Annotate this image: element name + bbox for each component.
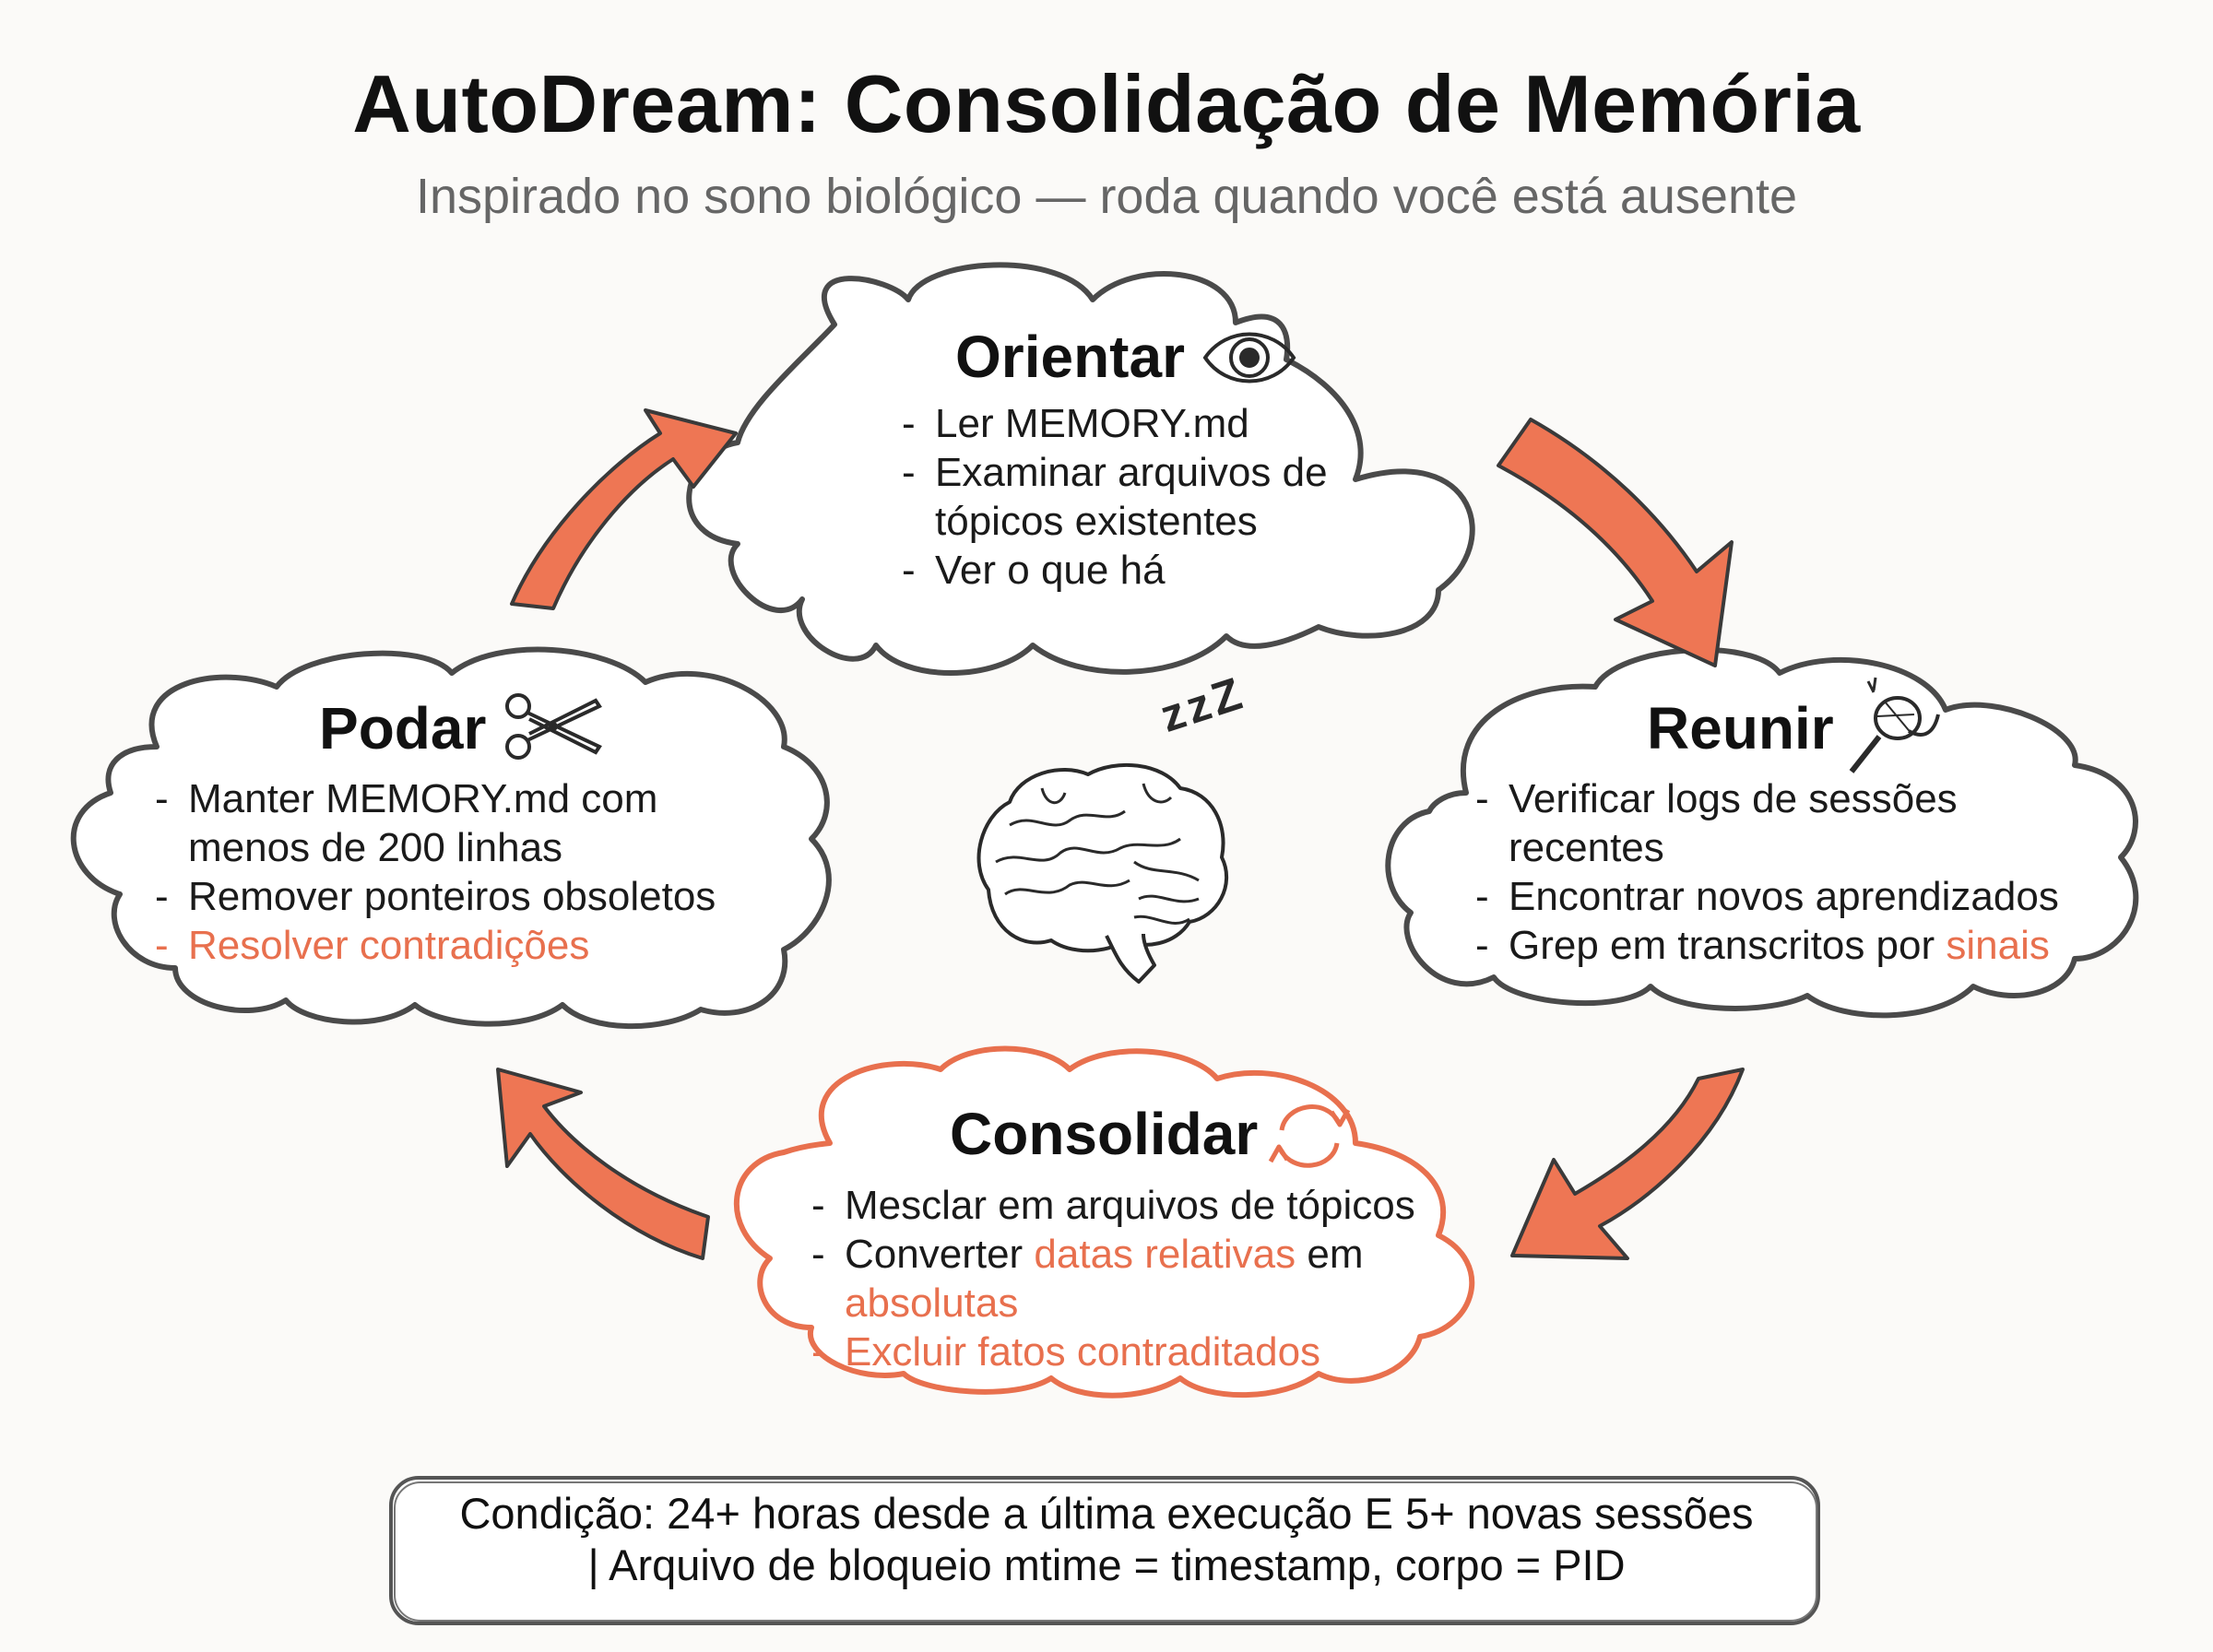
butterfly-net-icon bbox=[1849, 677, 1940, 773]
brain-icon bbox=[976, 762, 1228, 984]
list-item: Grep em transcritos por sinais bbox=[1475, 921, 2121, 970]
stage-title-consolidar: Consolidar bbox=[950, 1101, 1259, 1167]
scissors-icon bbox=[505, 693, 602, 760]
list-item: Mesclar em arquivos de tópicos bbox=[811, 1181, 1475, 1230]
list-item-continuation: menos de 200 linhas bbox=[188, 825, 563, 870]
page-subtitle: Inspirado no sono biológico — roda quand… bbox=[415, 169, 1798, 224]
list-item: Verificar logs de sessões bbox=[1475, 774, 2121, 823]
stage-list-consolidar: Mesclar em arquivos de tópicos Converter… bbox=[811, 1181, 1475, 1376]
list-item-continuation: recentes bbox=[1509, 825, 1664, 870]
condition-line-2: | Arquivo de bloqueio mtime = timestamp,… bbox=[587, 1540, 1626, 1589]
list-item: Ver o que há bbox=[902, 546, 1381, 595]
refresh-cycle-icon bbox=[1268, 1104, 1351, 1168]
stage-list-podar: Manter MEMORY.md com menos de 200 linhas… bbox=[155, 774, 800, 970]
list-item: Encontrar novos aprendizados bbox=[1475, 872, 2121, 921]
stage-title-orientar: Orientar bbox=[955, 324, 1185, 390]
list-item: Examinar arquivos de bbox=[902, 448, 1381, 497]
stage-list-reunir: Verificar logs de sessões recentes Encon… bbox=[1475, 774, 2121, 970]
stage-title-reunir: Reunir bbox=[1647, 695, 1834, 761]
list-item-text: Converter bbox=[845, 1232, 1035, 1277]
list-item-text: em bbox=[1296, 1232, 1364, 1277]
list-item: Resolver contradições bbox=[155, 921, 800, 970]
highlight-text: datas relativas bbox=[1034, 1232, 1296, 1277]
arrow-reunir-to-consolidar bbox=[1510, 1068, 1745, 1260]
list-item-text: Grep em transcritos por bbox=[1509, 923, 1947, 968]
condition-line-1: Condição: 24+ horas desde a última execu… bbox=[459, 1489, 1754, 1538]
highlight-text: sinais bbox=[1946, 923, 2050, 968]
stage-list-orientar: Ler MEMORY.md Examinar arquivos de tópic… bbox=[902, 399, 1381, 595]
condition-box bbox=[389, 1476, 1820, 1625]
list-item-continuation: absolutas bbox=[845, 1280, 1019, 1326]
list-item: Excluir fatos contraditados bbox=[811, 1328, 1475, 1376]
page-title: AutoDream: Consolidação de Memória bbox=[352, 58, 1861, 149]
condition-text: Condição: 24+ horas desde a última execu… bbox=[406, 1488, 1807, 1591]
list-item: Ler MEMORY.md bbox=[902, 399, 1381, 448]
list-item: Manter MEMORY.md com bbox=[155, 774, 800, 823]
arrow-orientar-to-reunir bbox=[1497, 418, 1734, 667]
list-item: Converter datas relativas em bbox=[811, 1230, 1475, 1279]
list-item: Remover ponteiros obsoletos bbox=[155, 872, 800, 921]
list-item-continuation: tópicos existentes bbox=[935, 499, 1258, 544]
arrow-consolidar-to-podar bbox=[496, 1068, 710, 1260]
stage-title-podar: Podar bbox=[319, 695, 487, 761]
arrow-podar-to-orientar bbox=[510, 408, 738, 610]
eye-icon bbox=[1202, 332, 1296, 384]
